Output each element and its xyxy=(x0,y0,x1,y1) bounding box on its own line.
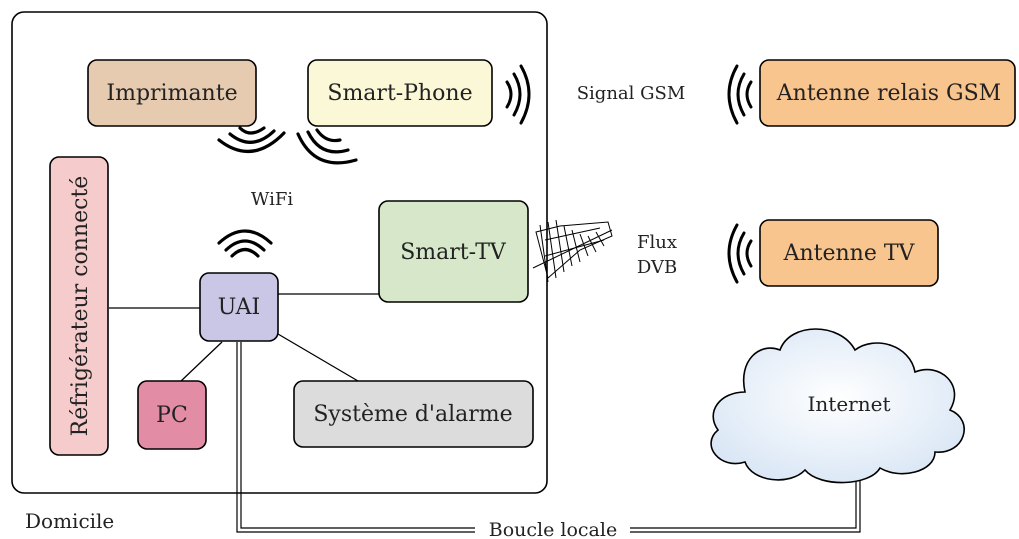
wifi-label: WiFi xyxy=(251,189,293,210)
smarttv-box[interactable] xyxy=(378,200,529,303)
alarm-box[interactable] xyxy=(293,380,534,448)
home-label: Domicile xyxy=(25,509,114,533)
smarttv-label: Smart-TV xyxy=(400,240,507,265)
internet-cloud[interactable] xyxy=(710,328,965,484)
dvb-flow-label-line1: Flux xyxy=(637,232,677,253)
gsm-signal-label: Signal GSM xyxy=(577,83,686,104)
smartphone-gsm-waves-icon xyxy=(505,64,531,125)
gsm-antenna-waves-icon xyxy=(727,64,753,125)
smartphone-wifi-icon xyxy=(296,128,358,165)
tv-antenna-waves-icon xyxy=(727,223,753,284)
printer-box[interactable] xyxy=(87,59,257,127)
tv-antenna-box[interactable] xyxy=(759,219,939,287)
home-boundary xyxy=(11,11,548,494)
tv-aerial-icon xyxy=(532,219,613,283)
pc-box[interactable] xyxy=(137,380,207,450)
wired-connections xyxy=(109,293,379,383)
gsm-antenna-box[interactable] xyxy=(759,59,1016,127)
uai-box[interactable] xyxy=(199,272,279,342)
local-loop-line xyxy=(236,342,861,533)
printer-wifi-icon xyxy=(217,126,286,154)
smartphone-box[interactable] xyxy=(307,59,493,127)
alarm-label: Système d'alarme xyxy=(313,402,512,427)
uai-label: UAI xyxy=(218,295,260,320)
smartphone-label: Smart-Phone xyxy=(327,81,472,106)
tv-antenna-label: Antenne TV xyxy=(783,241,916,266)
pc-label: PC xyxy=(156,403,188,428)
gsm-antenna-label: Antenne relais GSM xyxy=(776,81,1001,106)
uai-wifi-icon xyxy=(217,229,273,258)
internet-label: Internet xyxy=(808,392,891,416)
local-loop-label: Boucle locale xyxy=(489,519,617,539)
dvb-flow-label-line2: DVB xyxy=(637,257,677,278)
fridge-label: Réfrigérateur connecté xyxy=(68,176,93,437)
printer-label: Imprimante xyxy=(106,81,237,106)
fridge-box[interactable] xyxy=(49,156,109,456)
